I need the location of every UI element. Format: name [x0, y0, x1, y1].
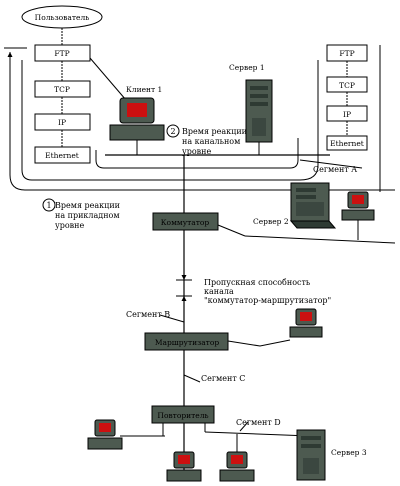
workstation-seg-a-right: [341, 191, 375, 240]
bandwidth-annotation: Пропускная способность канала "коммутато…: [176, 270, 331, 306]
router-right-line: [227, 339, 291, 347]
router-label: Маршрутизатор: [155, 338, 220, 347]
stack-left-ftp-label: FTP: [54, 49, 69, 58]
ws-a-base: [341, 209, 375, 221]
switch-box: [152, 212, 219, 231]
ws-r-base: [289, 326, 323, 338]
link-time-line-2: на канальном: [182, 137, 240, 146]
segment-c-label: Сегмент C: [201, 374, 245, 383]
server2-slot-2: [296, 195, 316, 199]
bandwidth-line-2: канала: [204, 287, 234, 296]
segment-a-label: Сегмент A: [313, 165, 357, 174]
ws-b2-screen: [231, 455, 243, 464]
ws-b2-base: [219, 469, 255, 482]
bandwidth-line-3: "коммутатор-маршрутизатор": [204, 296, 331, 305]
server1-label: Сервер 1: [229, 63, 265, 72]
segment-d-label: Сегмент D: [236, 418, 281, 427]
server2-panel: [296, 202, 324, 216]
repeater-node: Повторитель: [151, 405, 215, 424]
app-time-line-2: на прикладном: [55, 211, 120, 220]
client1-stack-leader: [89, 57, 127, 101]
stack-right-tcp-label: TCP: [339, 81, 355, 90]
server3-slot-2: [301, 444, 321, 448]
server1-slot-1: [250, 86, 268, 90]
ws-l-screen: [99, 423, 111, 432]
switch-right-line: [244, 235, 396, 244]
link-time-line-1: Время реакции: [182, 127, 247, 136]
app-level-path-outer: [9, 60, 395, 191]
server3-label: Сервер 3: [331, 448, 367, 457]
switch-node: Коммутатор: [152, 212, 246, 237]
stack-left-ethernet-box: [34, 146, 91, 164]
server2: Сервер 2: [253, 182, 337, 229]
user-node: Пользователь: [21, 5, 103, 29]
server2-base: [289, 220, 337, 229]
segment-b-leader: [159, 314, 185, 323]
stack-left: FTP TCP IP Ethernet: [34, 28, 91, 164]
stack-right-ethernet-label: Ethernet: [330, 139, 364, 148]
segment-d-leader: [239, 421, 249, 432]
stack-right-ftp-label: FTP: [339, 49, 354, 58]
ws-b1-base: [166, 469, 202, 482]
switch-to-server2: [217, 224, 246, 237]
link-time-line-3: уровне: [182, 147, 211, 156]
link-time-circle: [166, 124, 180, 138]
segment-b-label: Сегмент B: [126, 310, 170, 319]
ws-a-screen: [352, 195, 364, 204]
client1-screen: [127, 103, 147, 117]
repeater-box: [151, 405, 215, 424]
server2-slot-1: [296, 188, 316, 192]
segment-c-leader: [183, 374, 201, 383]
ws-r-screen: [300, 312, 312, 321]
stack-right: FTP TCP IP Ethernet: [326, 44, 368, 151]
workstation-router: [289, 308, 323, 338]
stack-right-ethernet-box: [326, 135, 368, 151]
server1: Сервер 1: [229, 63, 273, 155]
workstation-bottom-1: [166, 436, 202, 482]
app-time-number: 1: [46, 201, 51, 210]
seg-d-bus: [204, 431, 311, 437]
client1-label: Клиент 1: [126, 85, 162, 94]
ws-l-base: [87, 437, 123, 450]
server1-slot-2: [250, 94, 268, 98]
user-label: Пользователь: [35, 13, 90, 22]
workstation-left: [87, 419, 123, 450]
app-time-annotation: 1 Время реакции на прикладном уровне: [42, 198, 120, 230]
repeater-label: Повторитель: [157, 411, 208, 420]
router-node: Маршрутизатор: [144, 332, 291, 351]
app-time-line-1: Время реакции: [55, 201, 120, 210]
bandwidth-line-1: Пропускная способность: [204, 278, 311, 287]
stack-left-ethernet-label: Ethernet: [45, 151, 79, 160]
switch-label: Коммутатор: [161, 218, 210, 227]
client1-computer: Клиент 1: [89, 57, 165, 155]
ws-b1-screen: [178, 455, 190, 464]
link-time-number: 2: [170, 127, 175, 136]
stack-right-ip-label: IP: [343, 110, 351, 119]
client1-base: [109, 124, 165, 141]
stack-left-ip-label: IP: [58, 118, 66, 127]
server2-label: Сервер 2: [253, 217, 289, 226]
server1-panel: [252, 118, 266, 136]
link-time-annotation: 2 Время реакции на канальном уровне: [166, 124, 247, 156]
stack-left-tcp-label: TCP: [54, 85, 70, 94]
link-level-path: [95, 138, 299, 169]
app-time-line-3: уровне: [55, 221, 84, 230]
segment-a-leader: [299, 159, 363, 169]
app-level-path-inner: [21, 60, 319, 181]
app-time-circle: [42, 198, 56, 212]
server3-panel: [303, 458, 319, 474]
server3: Сервер 3: [296, 429, 367, 481]
server3-slot-1: [301, 436, 321, 440]
workstation-bottom-2: [219, 434, 255, 482]
server1-slot-3: [250, 102, 268, 106]
